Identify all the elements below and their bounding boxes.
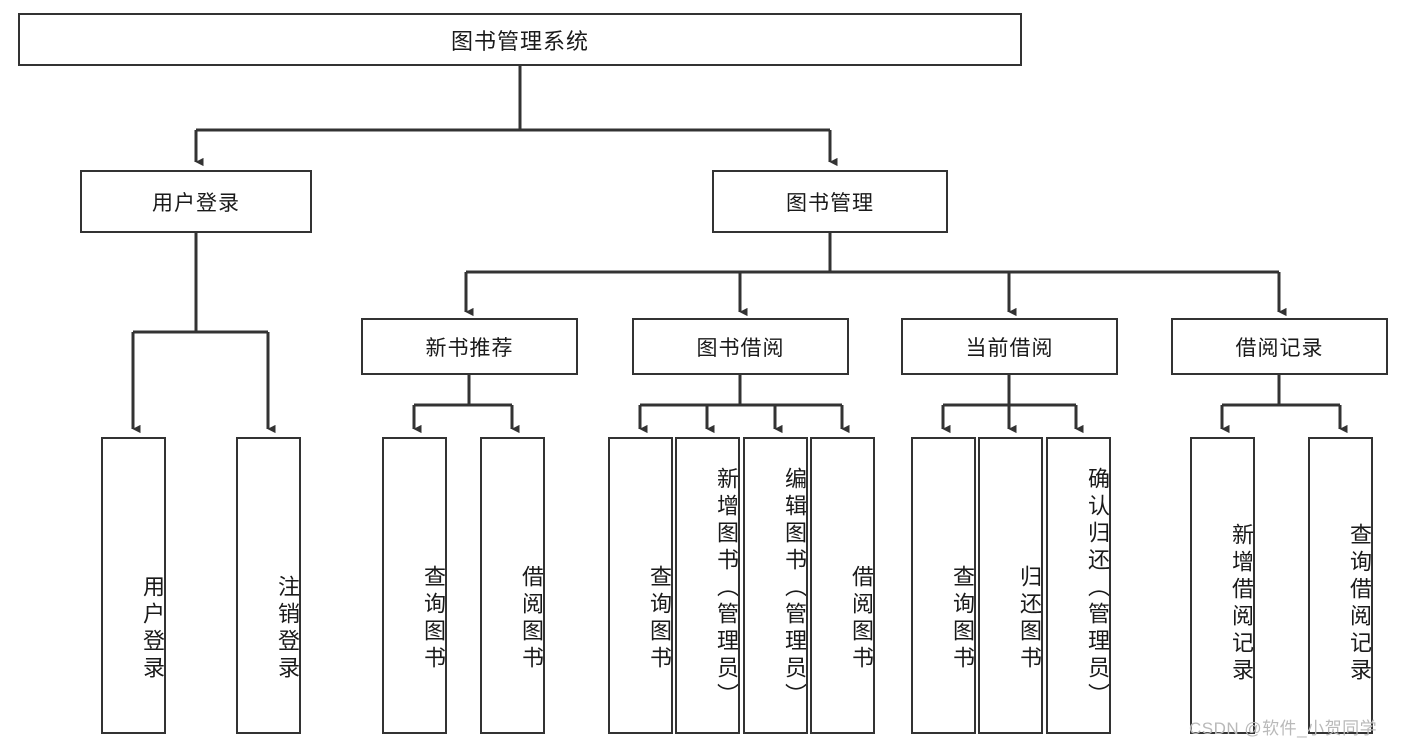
leaf-borrow-book-recommend[interactable]: 借阅图书 bbox=[480, 437, 545, 734]
leaf-edit-book-admin[interactable]: 编辑图书（管理员） bbox=[743, 437, 808, 734]
node-current-borrow[interactable]: 当前借阅 bbox=[901, 318, 1118, 375]
leaf-add-borrow-record[interactable]: 新增借阅记录 bbox=[1190, 437, 1255, 734]
leaf-query-book-recommend[interactable]: 查询图书 bbox=[382, 437, 447, 734]
leaf-query-book-borrow[interactable]: 查询图书 bbox=[608, 437, 673, 734]
leaf-query-book-current[interactable]: 查询图书 bbox=[911, 437, 976, 734]
node-borrow-record[interactable]: 借阅记录 bbox=[1171, 318, 1388, 375]
leaf-logout[interactable]: 注销登录 bbox=[236, 437, 301, 734]
leaf-borrow-book[interactable]: 借阅图书 bbox=[810, 437, 875, 734]
node-root-system[interactable]: 图书管理系统 bbox=[18, 13, 1022, 66]
node-book-borrow[interactable]: 图书借阅 bbox=[632, 318, 849, 375]
node-user-login[interactable]: 用户登录 bbox=[80, 170, 312, 233]
csdn-watermark: CSDN @软件_小贺同学 bbox=[1189, 719, 1378, 738]
leaf-add-book-admin[interactable]: 新增图书（管理员） bbox=[675, 437, 740, 734]
leaf-user-login[interactable]: 用户登录 bbox=[101, 437, 166, 734]
leaf-return-book[interactable]: 归还图书 bbox=[978, 437, 1043, 734]
node-book-management[interactable]: 图书管理 bbox=[712, 170, 948, 233]
leaf-confirm-return-admin[interactable]: 确认归还（管理员） bbox=[1046, 437, 1111, 734]
node-new-book-recommend[interactable]: 新书推荐 bbox=[361, 318, 578, 375]
leaf-query-borrow-record[interactable]: 查询借阅记录 bbox=[1308, 437, 1373, 734]
